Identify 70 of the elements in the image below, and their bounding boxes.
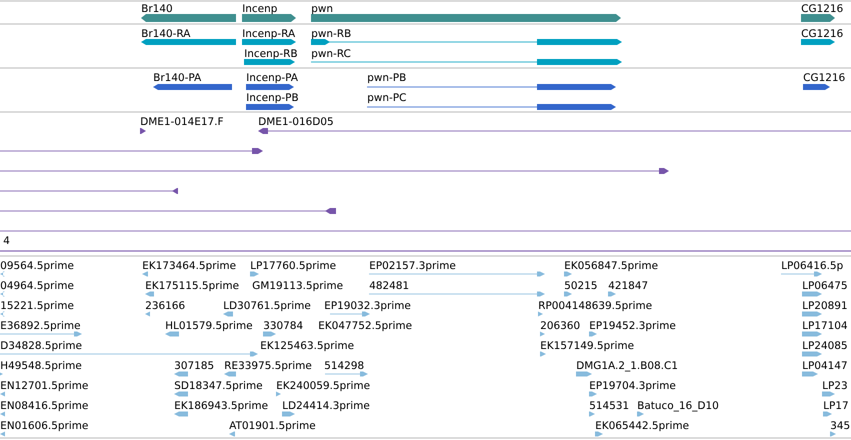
track-label: RP004148639.5prime: [539, 301, 652, 312]
track-label: 04964.5prime: [0, 281, 74, 292]
track-label: DME1-016D05: [259, 117, 333, 126]
track-label: 514298: [325, 361, 364, 370]
track-label: DMG1A.2_1.B08.C1: [577, 361, 677, 372]
track-label: EP19032.3prime: [325, 301, 410, 312]
track-label: EN12701.5prime: [1, 381, 88, 392]
track-label: LP23: [823, 381, 847, 390]
track-label: 482481: [370, 281, 408, 290]
track-label: 307185: [175, 361, 214, 370]
track-label: 4: [4, 236, 10, 244]
track-label: 514531: [590, 401, 628, 410]
track-label: pwn-PB: [368, 73, 406, 84]
track-label: pwn: [312, 6, 332, 14]
track-label: EK186943.5prime: [175, 401, 268, 412]
track-label: GM19113.5prime: [252, 281, 342, 292]
track-label: EK047752.5prime: [319, 321, 412, 332]
track-label: Incenp-RB: [245, 49, 297, 60]
track-label: LD24414.3prime: [283, 401, 370, 412]
track-label: CG1216: [802, 4, 843, 12]
track-label: LP17104: [803, 321, 847, 330]
track-label: Incenp: [243, 4, 277, 14]
track-label: HL01579.5prime: [166, 321, 252, 332]
track-label: EK240059.5prime: [277, 381, 370, 392]
track-label: pwn-RB: [312, 29, 351, 40]
track-label: Br140-RA: [142, 29, 190, 38]
track-label: pwn-PC: [368, 93, 406, 104]
track-label: Incenp-PA: [247, 73, 298, 84]
track-label: CG1216: [802, 29, 843, 38]
track-label: LP24085: [803, 341, 847, 350]
track-label: LD30761.5prime: [224, 301, 310, 312]
track-label: 09564.5prime: [0, 261, 74, 272]
track-label: 206360: [540, 321, 580, 330]
track-label: EK056847.5prime: [565, 261, 658, 272]
track-label: Incenp-RA: [243, 29, 296, 40]
track-label: LP06475: [803, 281, 847, 290]
track-label: CG1216: [804, 73, 845, 82]
track-label: RE33975.5prime: [225, 361, 312, 372]
track-label: AT01901.5prime: [229, 421, 316, 432]
track-label: LP17: [824, 401, 848, 409]
track-label: EP19452.3prime: [590, 321, 676, 332]
track-label: Br140-PA: [154, 73, 202, 82]
track-label: LP04147: [803, 361, 847, 370]
track-label: LP06416.5p: [782, 261, 843, 272]
track-label: D34828.5prime: [1, 341, 82, 352]
track-label: pwn-RC: [312, 49, 350, 60]
track-label: H49548.5prime: [1, 361, 82, 372]
track-label: 345: [831, 421, 850, 430]
track-label: SD18347.5prime: [174, 381, 262, 392]
track-label: EK173464.5prime: [143, 261, 236, 272]
track-label: DME1-014E17.F: [141, 117, 223, 126]
track-label: EK175115.5prime: [146, 281, 238, 292]
track-label: E36892.5prime: [1, 321, 80, 332]
track-label: Br140: [142, 4, 172, 12]
track-label: 330784: [264, 321, 303, 330]
track-label: EN01606.5prime: [1, 421, 88, 432]
track-label: LP17760.5prime: [251, 261, 336, 272]
track-label: EK125463.5prime: [261, 341, 354, 352]
track-label: LP20891: [803, 301, 847, 310]
track-label: EN08416.5prime: [1, 401, 88, 412]
track-label: EK157149.5prime: [541, 341, 634, 352]
track-label: EP02157.3prime: [370, 261, 456, 272]
track-label: 421847: [608, 281, 648, 290]
track-label: 15221.5prime: [1, 301, 74, 312]
track-label: 50215: [565, 281, 597, 290]
track-label: Batuco_16_D10: [638, 401, 718, 412]
track-label: EP19704.3prime: [590, 381, 676, 392]
track-label: Incenp-PB: [247, 93, 298, 104]
track-label: EK065442.5prime: [596, 421, 688, 432]
track-label: 236166: [146, 301, 184, 310]
